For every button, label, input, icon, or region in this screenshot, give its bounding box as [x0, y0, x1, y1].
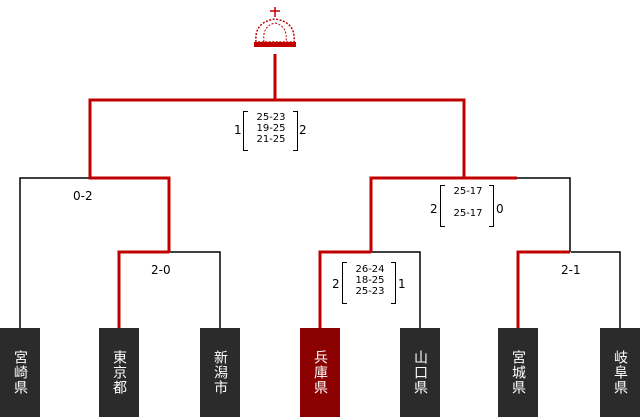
score-r1-tokyo: 2-0: [151, 263, 171, 277]
final-left-sets: 1: [234, 123, 242, 137]
team-box-miyagi: 宮城県: [498, 328, 538, 417]
set-score: 18-25: [355, 275, 385, 286]
line-tokyo: [117, 250, 169, 328]
team-name: 東京都: [111, 350, 127, 395]
line-yamaguchi: [371, 251, 421, 328]
final-right-sets: 2: [299, 123, 307, 137]
team-box-tokyo: 東京都: [99, 328, 139, 417]
bracket-left: [342, 262, 347, 304]
set-score: 26-24: [355, 264, 385, 275]
team-name: 新潟市: [212, 350, 228, 395]
set-score: 19-25: [256, 123, 286, 134]
line-gifu: [571, 251, 621, 328]
score-sf-left: 0-2: [73, 189, 93, 203]
team-name: 宮城県: [510, 350, 526, 395]
team-name: 岐阜県: [612, 350, 628, 395]
team-box-miyazaki: 宮崎県: [0, 328, 40, 417]
r1-hyogo-right-sets: 1: [398, 277, 406, 291]
bracket-right: [293, 111, 298, 151]
bracket-left: [243, 111, 248, 151]
line-niigata: [169, 251, 221, 328]
line-miyagi-sf: [517, 177, 571, 252]
score-r1-miyagi: 2-1: [561, 263, 581, 277]
set-score: 21-25: [256, 134, 286, 145]
line-hyogo-sf: [369, 176, 517, 252]
set-score: [447, 197, 489, 208]
set-score: 25-23: [355, 286, 385, 297]
r1-hyogo-set-scores: 26-24 18-25 25-23: [349, 264, 391, 297]
line-right-final: [275, 98, 466, 178]
team-box-gifu: 岐阜県: [600, 328, 640, 417]
bracket-right: [489, 185, 494, 227]
team-box-yamaguchi: 山口県: [400, 328, 440, 417]
sf-right-left-sets: 2: [430, 202, 438, 216]
set-score: 25-17: [453, 186, 483, 197]
team-box-hyogo: 兵庫県: [300, 328, 340, 417]
line-miyagi: [516, 250, 570, 328]
team-name: 宮崎県: [12, 350, 28, 395]
sf-right-right-sets: 0: [496, 202, 504, 216]
team-name: 兵庫県: [312, 350, 328, 395]
team-box-niigata: 新潟市: [200, 328, 240, 417]
bracket-left: [440, 185, 445, 227]
set-score: 25-17: [453, 208, 483, 219]
final-set-scores: 25-23 19-25 21-25: [250, 112, 292, 145]
crown-icon: [254, 7, 296, 47]
line-hyogo: [318, 250, 371, 328]
team-name: 山口県: [412, 350, 428, 395]
bracket-right: [391, 262, 396, 304]
r1-hyogo-left-sets: 2: [332, 277, 340, 291]
line-tokyo-sf: [88, 98, 275, 252]
sf-right-set-scores: 25-17 25-17: [447, 186, 489, 219]
winning-paths: [88, 54, 570, 328]
set-score: 25-23: [256, 112, 286, 123]
